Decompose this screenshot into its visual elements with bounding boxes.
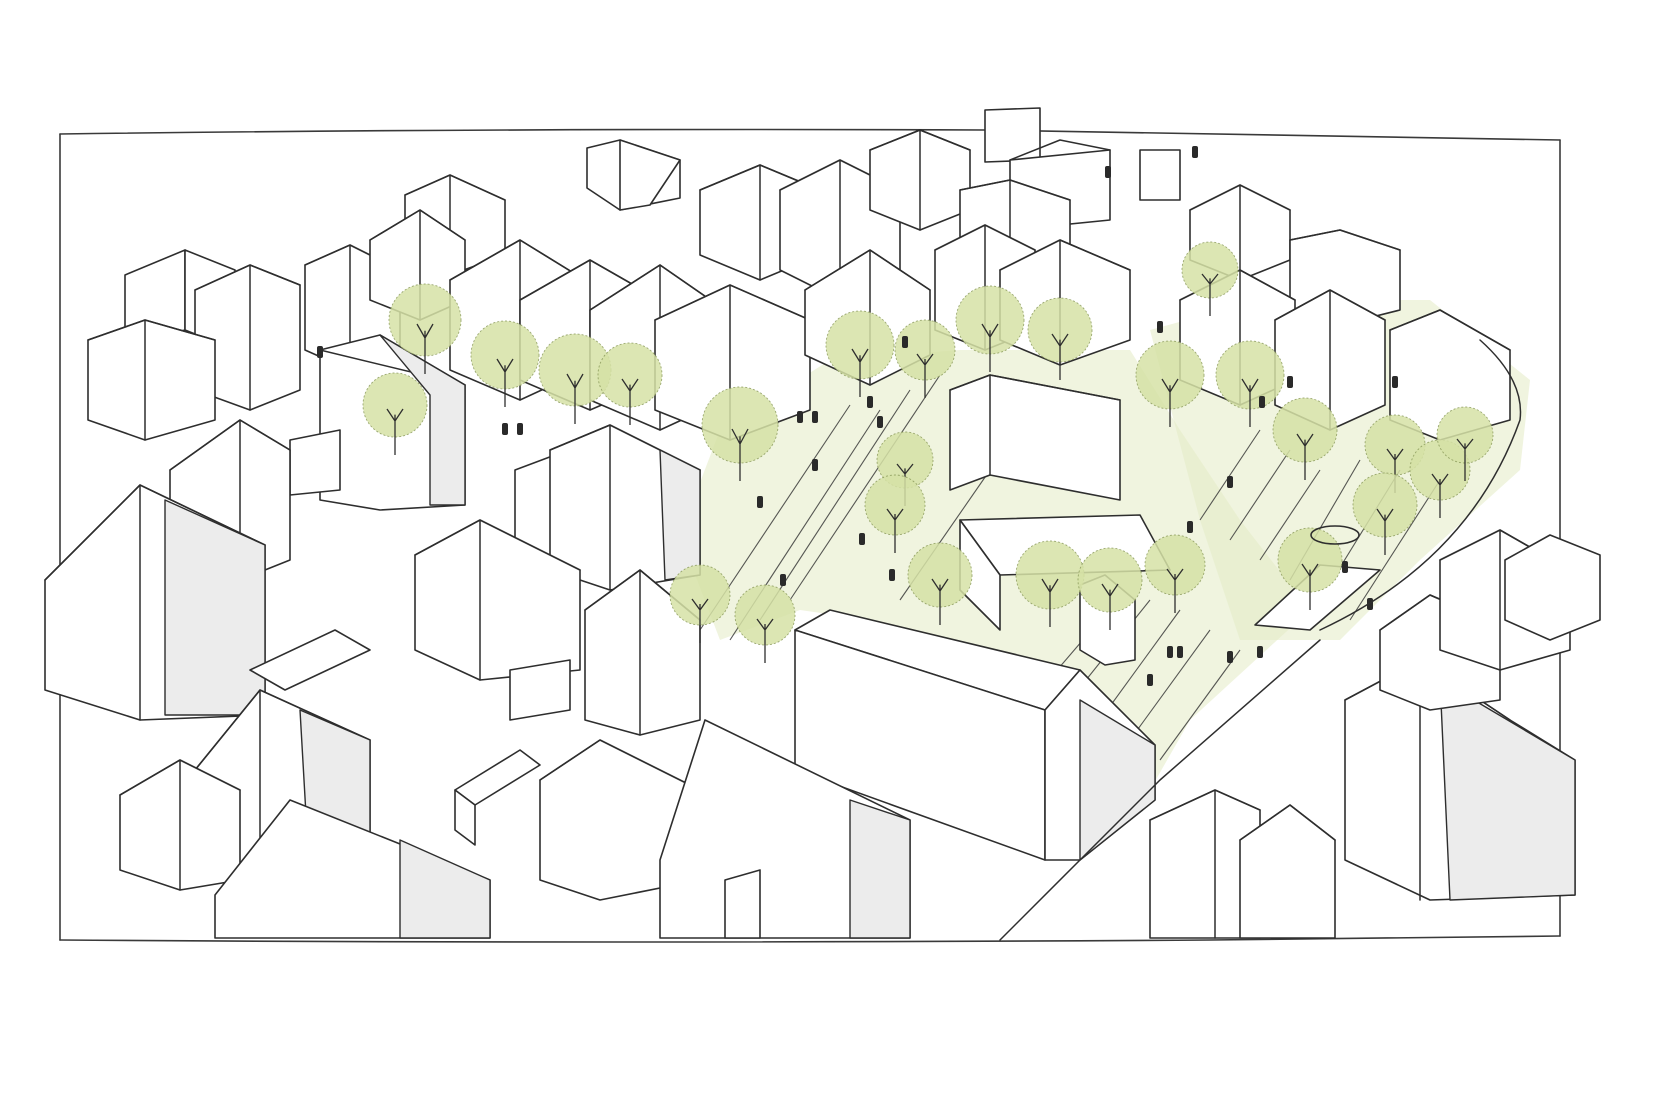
people [317,146,1398,686]
person-icon [1287,376,1293,388]
person-icon [1157,321,1163,333]
person-icon [1259,396,1265,408]
person-icon [797,411,803,423]
person-icon [1147,674,1153,686]
buildings [44,107,1601,939]
building [454,749,541,846]
tree-icon [1077,547,1143,630]
trees [362,241,1494,663]
tree-icon [825,310,895,397]
building [586,139,681,211]
tree-icon [1015,540,1085,627]
person-icon [889,569,895,581]
tree-icon [701,386,779,481]
building [194,264,301,411]
tree-icon [1352,472,1418,555]
building [214,799,491,939]
tree-icon [955,285,1025,372]
building [1344,659,1576,901]
person-icon [1187,521,1193,533]
building [1139,149,1181,201]
building [414,519,581,681]
person-icon [902,336,908,348]
person-icon [1257,646,1263,658]
central-building [949,374,1171,631]
building [44,484,266,721]
person-icon [859,533,865,545]
building [1504,534,1601,641]
building [1274,289,1386,431]
person-icon [317,346,323,358]
person-icon [1227,476,1233,488]
person-icon [1342,561,1348,573]
building [87,319,216,441]
tree-icon [1272,397,1338,480]
tree-icon [538,333,612,424]
tree-icon [1436,406,1494,481]
building [654,284,811,441]
building [659,719,911,939]
tree-icon [1027,297,1093,380]
tree-icon [1215,340,1285,427]
tree-icon [597,342,663,425]
building [869,129,971,231]
person-icon [1227,651,1233,663]
tree-icon [470,320,540,407]
tree-icon [362,372,428,455]
building [724,869,761,939]
tree-icon [864,474,926,553]
person-icon [1177,646,1183,658]
building [1239,804,1336,939]
person-icon [877,416,883,428]
person-icon [517,423,523,435]
person-icon [867,396,873,408]
tree-icon [1144,534,1206,613]
person-icon [1392,376,1398,388]
tree-icon [1135,340,1205,427]
tree-icon [388,283,462,374]
street-edge [1319,339,1522,631]
sketch-details [999,339,1522,941]
building [289,429,341,496]
tree-icon [1181,241,1239,316]
tree-icon [669,564,731,643]
person-icon [502,423,508,435]
building [249,629,371,691]
tree-icon [907,542,973,625]
person-icon [1105,166,1111,178]
person-icon [812,459,818,471]
person-icon [1192,146,1198,158]
person-icon [1367,598,1373,610]
person-icon [1167,646,1173,658]
person-icon [812,411,818,423]
tree-icon [734,584,796,663]
person-icon [780,574,786,586]
person-icon [757,496,763,508]
street-edge-lower [999,639,1321,941]
kiosk [1254,564,1381,631]
building [549,424,701,591]
building [509,659,571,721]
tree-icon [894,319,956,398]
fountain-ring [1310,525,1360,545]
